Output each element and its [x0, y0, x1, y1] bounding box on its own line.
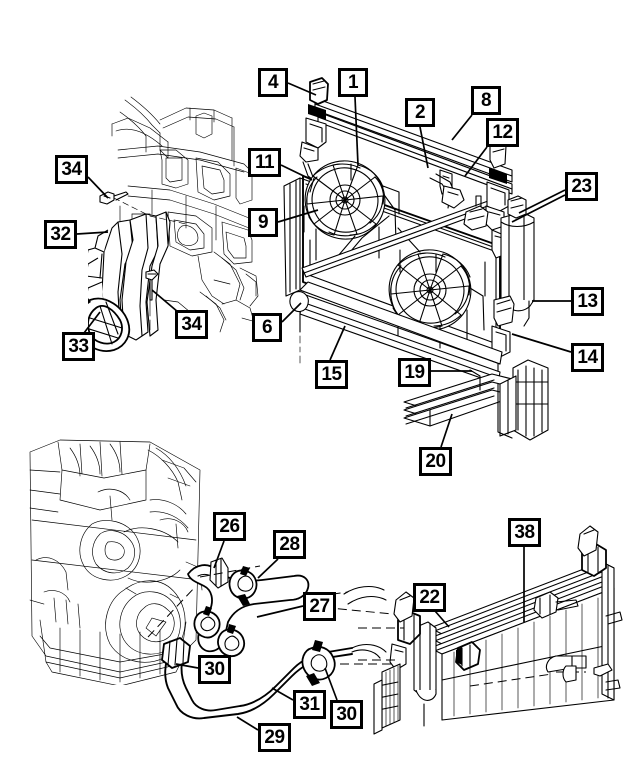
callout-28[interactable]: 28	[273, 530, 306, 559]
receiver-drier	[413, 621, 437, 727]
mount-hook-left	[389, 591, 421, 671]
callout-9[interactable]: 9	[248, 208, 278, 237]
callout-38[interactable]: 38	[508, 518, 541, 547]
callout-13[interactable]: 13	[571, 287, 604, 316]
part-14	[491, 295, 515, 381]
callout-23[interactable]: 23	[565, 172, 598, 201]
callout-1[interactable]: 1	[338, 68, 368, 97]
engine-block	[29, 439, 203, 685]
part-4-latch	[299, 77, 329, 183]
callout-6[interactable]: 6	[252, 313, 282, 342]
fan-1	[304, 160, 386, 240]
callout-11[interactable]: 11	[248, 148, 281, 177]
mount-hook-right	[577, 525, 607, 577]
callout-19[interactable]: 19	[398, 358, 431, 387]
callout-2[interactable]: 2	[405, 98, 435, 127]
right-support-bracket	[499, 359, 549, 441]
hose-assembly	[147, 557, 400, 720]
condenser-assembly	[358, 525, 623, 735]
callout-30-lower[interactable]: 30	[330, 700, 363, 729]
callout-leader-lines	[76, 82, 572, 731]
callout-32[interactable]: 32	[44, 220, 77, 249]
core-fins-left	[373, 663, 401, 735]
callout-34-upper[interactable]: 34	[55, 155, 88, 184]
callout-15[interactable]: 15	[315, 360, 348, 389]
callout-4[interactable]: 4	[258, 68, 288, 97]
callout-12[interactable]: 12	[486, 118, 519, 147]
radiator-fan-assembly	[283, 77, 549, 441]
callout-29[interactable]: 29	[258, 723, 291, 752]
clamp-30c	[217, 624, 246, 658]
callout-30-upper[interactable]: 30	[198, 655, 231, 684]
part-6-mount	[289, 291, 309, 367]
callout-27[interactable]: 27	[303, 592, 336, 621]
callout-22[interactable]: 22	[413, 583, 446, 612]
fan-2	[388, 249, 472, 331]
callout-8[interactable]: 8	[471, 86, 501, 115]
clamp-30b	[193, 606, 221, 639]
air-deflector-assembly	[88, 96, 259, 352]
callout-20[interactable]: 20	[419, 447, 452, 476]
callout-26[interactable]: 26	[213, 512, 246, 541]
callout-31[interactable]: 31	[293, 690, 326, 719]
coolant-reservoir-23	[500, 195, 535, 312]
clamp-30a	[228, 566, 258, 606]
callout-14[interactable]: 14	[571, 343, 604, 372]
callout-34-lower[interactable]: 34	[175, 310, 208, 339]
callout-33[interactable]: 33	[62, 332, 95, 361]
